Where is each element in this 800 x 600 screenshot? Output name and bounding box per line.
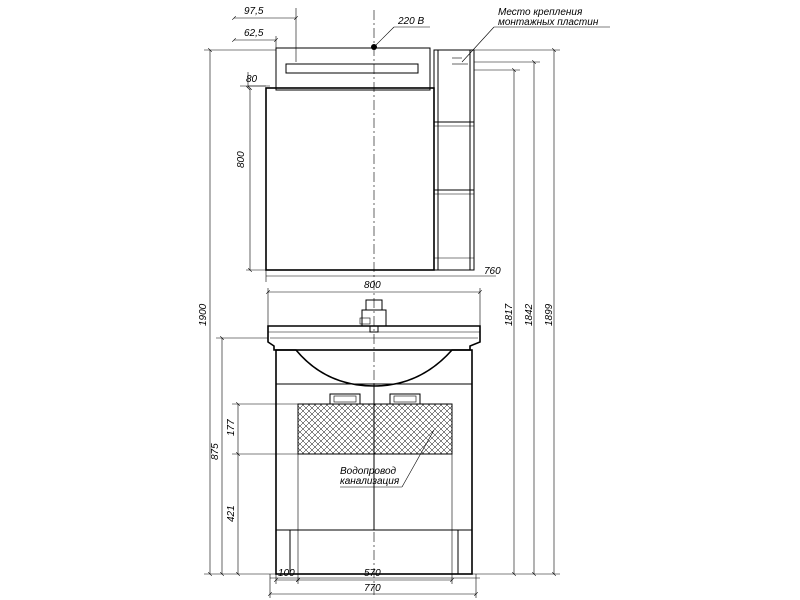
mirror-cabinet	[265, 44, 475, 271]
light-strip	[285, 63, 419, 74]
mount-label-2: монтажных пластин	[498, 17, 599, 28]
water-label: Водопровод	[340, 466, 397, 477]
dim-421: 421	[226, 505, 237, 522]
dim-1817: 1817	[504, 303, 515, 326]
power-leader	[373, 26, 395, 48]
dim-97-5: 97,5	[244, 6, 264, 17]
mount-leader	[461, 26, 495, 63]
power-label: 220 В	[397, 16, 424, 27]
dim-875: 875	[210, 443, 221, 460]
pipe-leader	[401, 429, 435, 488]
vanity-unit	[267, 299, 481, 575]
dim-1900: 1900	[198, 303, 209, 326]
lamp-box	[275, 47, 431, 91]
dim-760: 760	[484, 266, 501, 277]
dim-1899: 1899	[544, 303, 555, 326]
dim-770: 770	[364, 583, 381, 594]
dim-80: 80	[246, 74, 258, 85]
mount-label-1: Место крепления	[498, 7, 583, 18]
sewer-label: канализация	[340, 476, 400, 487]
handle-left	[329, 393, 361, 405]
handle-right	[389, 393, 421, 405]
dim-177: 177	[226, 419, 237, 436]
dim-800-width: 800	[364, 280, 381, 291]
faucet	[361, 299, 387, 333]
dim-100: 100	[278, 568, 295, 579]
dim-570: 570	[364, 568, 381, 579]
side-shelf-unit	[433, 49, 475, 271]
dim-62-5: 62,5	[244, 28, 264, 39]
service-zone	[297, 403, 453, 455]
dim-1842: 1842	[524, 303, 535, 326]
dim-800-height: 800	[236, 151, 247, 168]
mirror-door	[265, 87, 435, 271]
